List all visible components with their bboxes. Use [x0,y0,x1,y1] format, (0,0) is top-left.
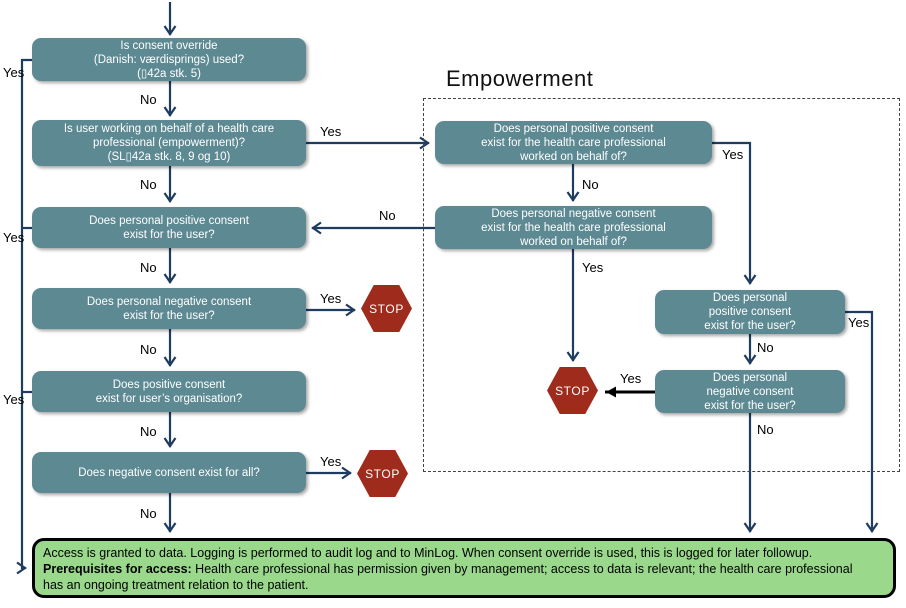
empowerment-title: Empowerment [446,66,594,91]
node-emp-positive-user: Does personal positive consent exist for… [655,290,845,334]
stop-node-1: STOP [361,285,412,332]
edge-label-no: No [140,177,157,192]
empowerment-region [423,98,900,472]
outcome-line-2: Prerequisites for access: Health care pr… [43,562,853,576]
edge-label-yes: Yes [320,291,342,306]
arrow-left-yes-trunk [16,58,32,575]
edge-label-yes: Yes [582,260,604,275]
edge-label-yes: Yes [320,454,342,469]
edge-label-no: No [582,177,599,192]
edge-label-yes: Yes [3,65,25,80]
node-positive-organisation: Does positive consent exist for user’s o… [32,371,306,412]
edge-label-no: No [140,260,157,275]
edge-label-yes: Yes [620,371,642,386]
edge-label-yes: Yes [3,230,25,245]
outcome-line-1: Access is granted to data. Logging is pe… [43,546,813,560]
edge-label-no: No [757,340,774,355]
node-negative-all: Does negative consent exist for all? [32,452,306,493]
edge-label-no: No [140,92,157,107]
edge-label-yes: Yes [3,392,25,407]
node-personal-negative-user: Does personal negative consent exist for… [32,288,306,329]
outcome-box: Access is granted to data. Logging is pe… [32,538,896,598]
node-personal-positive-user: Does personal positive consent exist for… [32,207,306,248]
outcome-line-3: has an ongoing treatment relation to the… [43,578,309,592]
node-emp-negative-user: Does personal negative consent exist for… [655,370,845,413]
outcome-bold-label: Prerequisites for access: [43,562,192,576]
stop-node-2: STOP [357,450,408,497]
node-working-on-behalf: Is user working on behalf of a health ca… [32,120,306,166]
edge-label-no: No [140,342,157,357]
edge-label-yes: Yes [848,315,870,330]
edge-label-no: No [379,208,396,223]
edge-label-yes: Yes [320,124,342,139]
node-emp-positive-hcp: Does personal positive consent exist for… [435,121,712,164]
edge-label-no: No [140,424,157,439]
node-consent-override: Is consent override (Danish: værdispring… [32,38,306,81]
node-emp-negative-hcp: Does personal negative consent exist for… [435,206,712,249]
edge-label-no: No [757,422,774,437]
edge-label-no: No [140,506,157,521]
stop-node-3: STOP [547,367,598,414]
edge-label-yes: Yes [722,147,744,162]
